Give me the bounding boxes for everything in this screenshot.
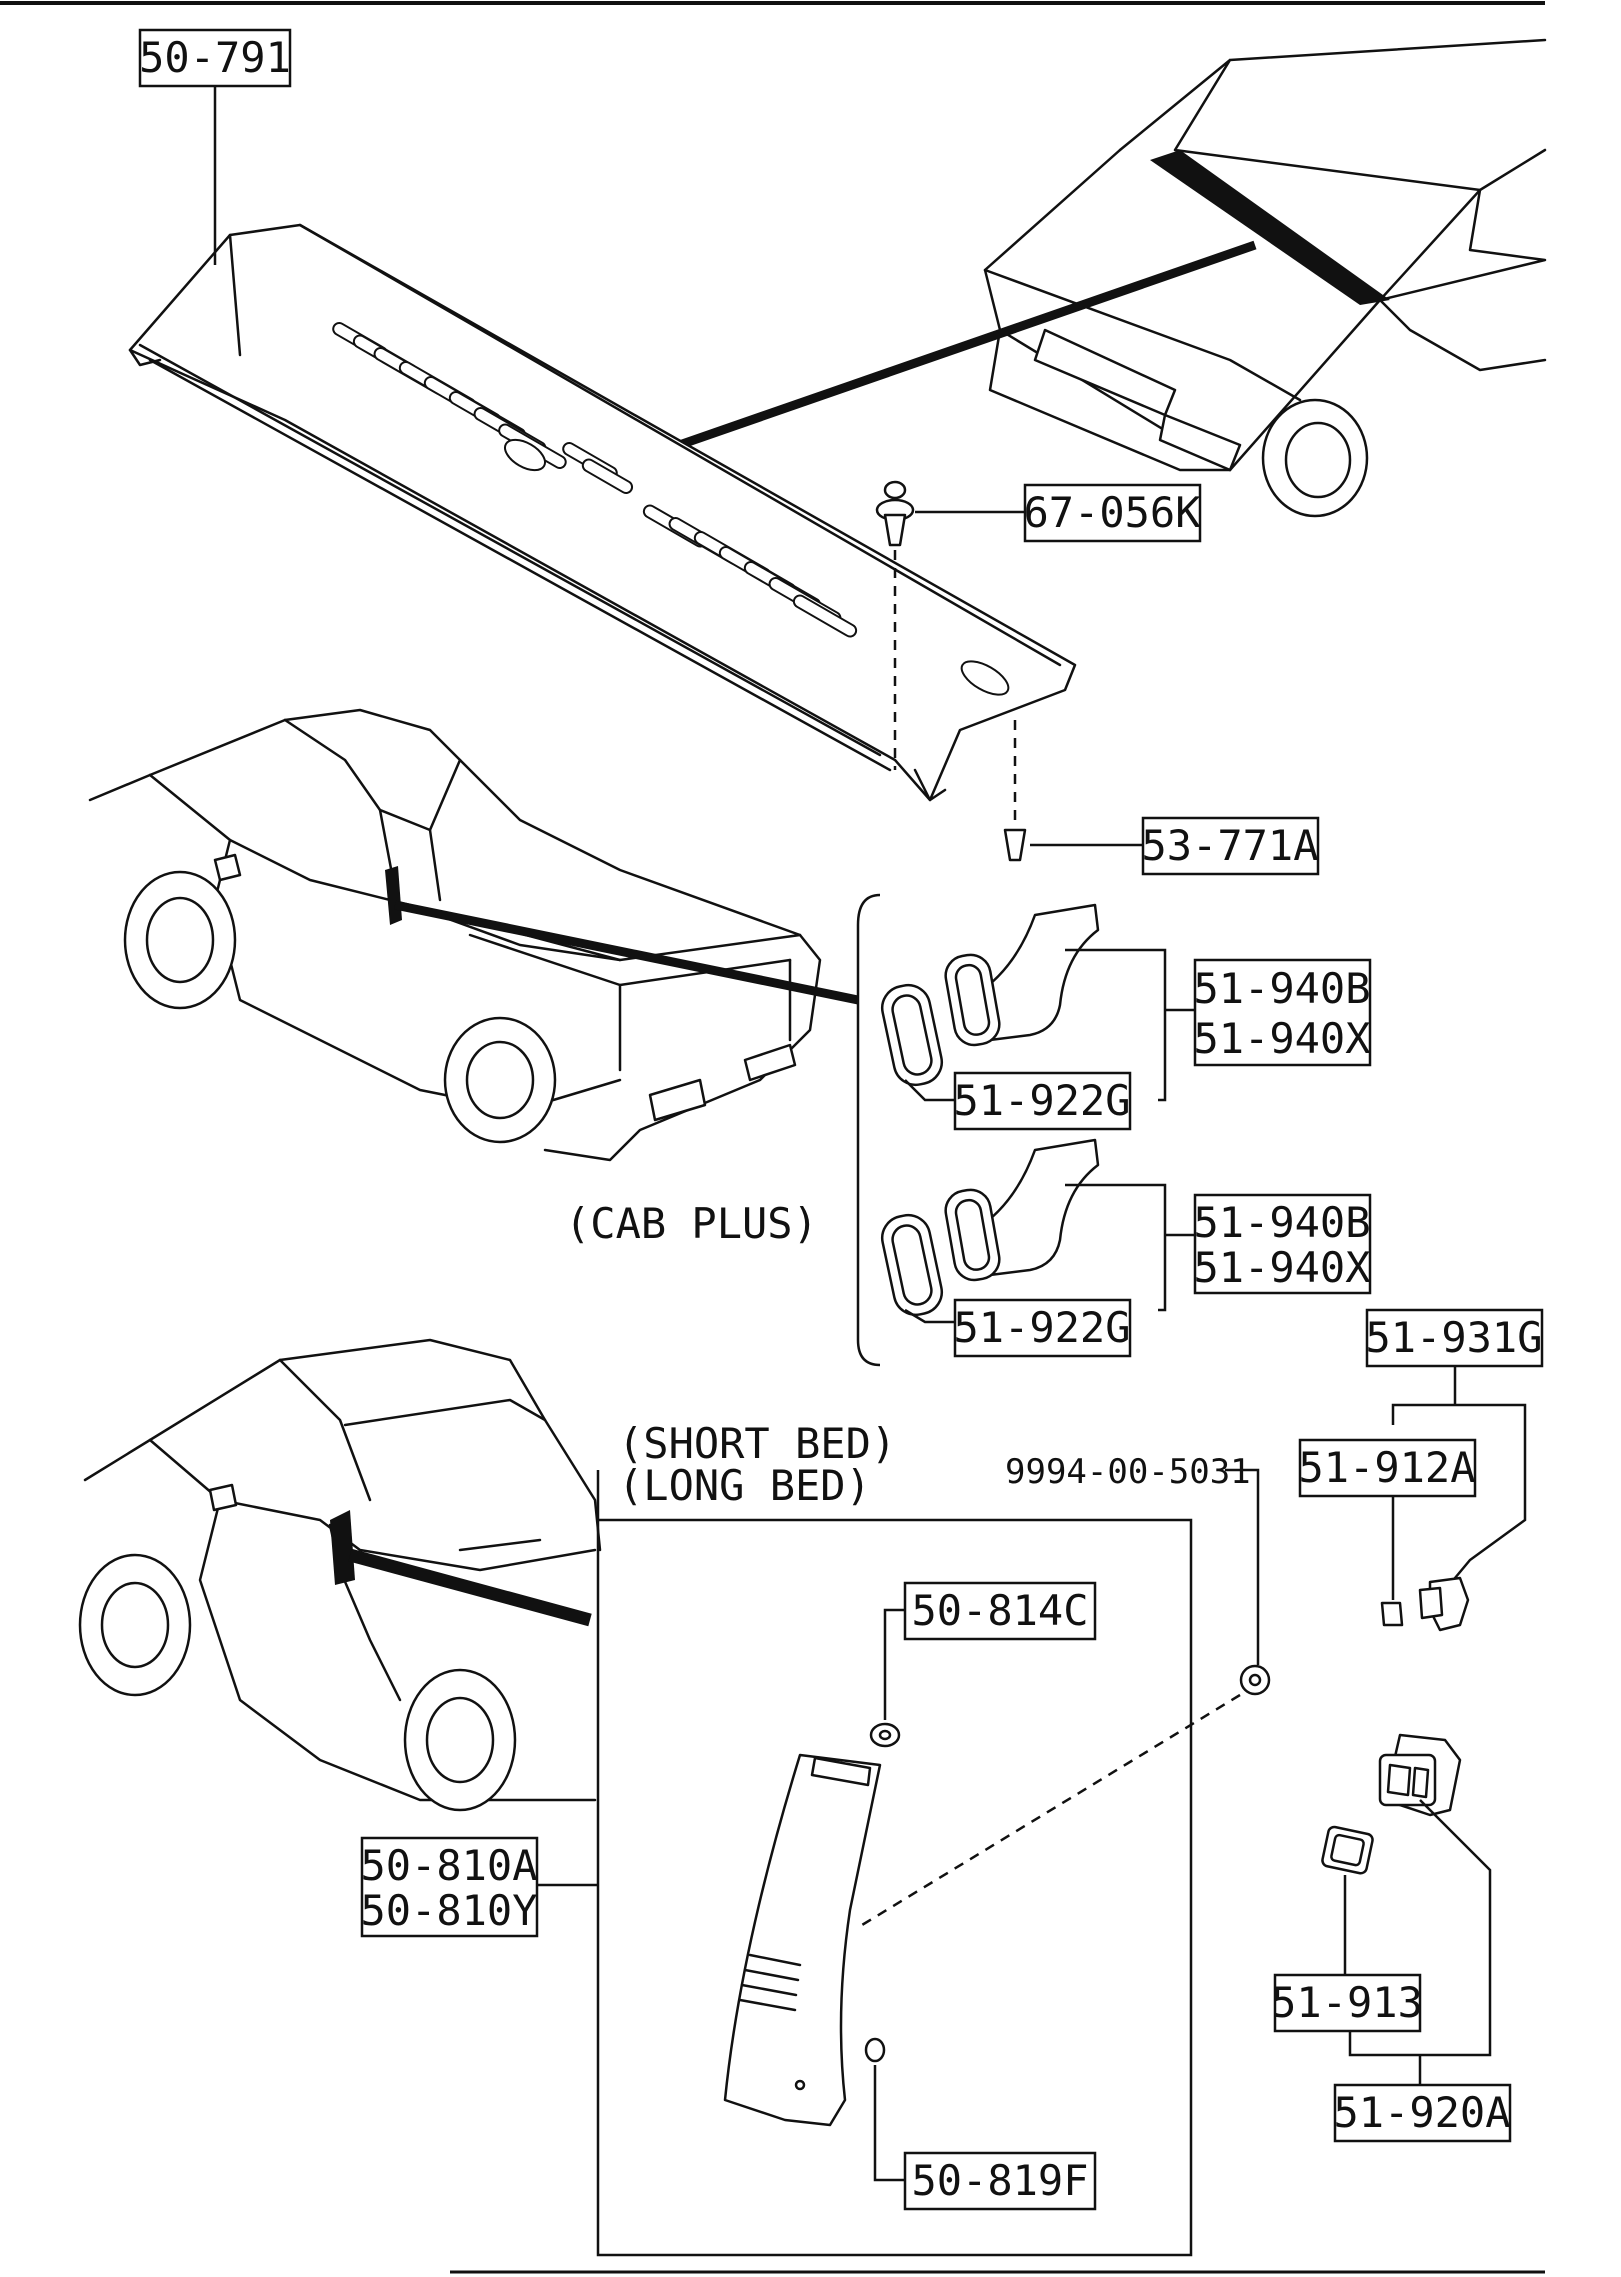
svg-text:53-771A: 53-771A: [1141, 821, 1318, 870]
svg-text:51-940X: 51-940X: [1193, 1243, 1370, 1292]
label-cowl-grille: 50-791: [138, 28, 292, 88]
svg-text:51-922G: 51-922G: [953, 1076, 1130, 1125]
svg-text:51-913: 51-913: [1271, 1978, 1423, 2027]
svg-text:51-922G: 51-922G: [953, 1303, 1130, 1352]
truck-cab-plus-illustration: [88, 708, 822, 1162]
label-trim-fastener: 50-819F: [903, 2151, 1097, 2211]
truck-standard-cab-illustration: [78, 1338, 602, 1812]
vent-set-51-920A: [1378, 1733, 1462, 1817]
long-bed-detail-box: [596, 1518, 1193, 2257]
leader-cowl-to-truck: [663, 240, 1257, 455]
svg-text:50-819F: 50-819F: [911, 2156, 1088, 2205]
trim-fastener-50-819F: [864, 2037, 886, 2063]
pillar-trim-part: [723, 1753, 882, 2127]
svg-text:50-791: 50-791: [139, 33, 291, 82]
leader-cab-plus-vent: [394, 900, 859, 1005]
clip-53-771A: [1003, 828, 1027, 862]
cowl-vent-slots: [332, 322, 1010, 696]
push-clip-67-056K: [875, 480, 915, 547]
svg-text:51-931G: 51-931G: [1365, 1313, 1542, 1362]
svg-text:51-920A: 51-920A: [1333, 2088, 1510, 2137]
note-long-bed: (LONG BED): [618, 1461, 871, 1510]
label-vent-duct-a: 51-940B 51-940X: [1193, 958, 1372, 1067]
vent-duct-variant-b: [880, 1138, 1100, 1317]
truck-front-illustration: [983, 38, 1547, 518]
svg-text:51-940B: 51-940B: [1193, 1198, 1370, 1247]
label-trim-clip: 50-814C: [903, 1581, 1097, 1641]
label-clip-top: 67-056K: [1023, 483, 1202, 543]
svg-text:67-056K: 67-056K: [1023, 488, 1201, 537]
leader-standard-cab-pillar: [348, 1548, 592, 1627]
label-vent-duct-b: 51-940B 51-940X: [1193, 1193, 1372, 1295]
vent-gasket-51-913: [1321, 1825, 1374, 1875]
svg-text:50-810A: 50-810A: [360, 1841, 537, 1890]
label-clip-bottom: 53-771A: [1141, 816, 1320, 876]
label-vent-seal-b: 51-922G: [953, 1298, 1132, 1358]
label-vent-gasket: 51-913: [1271, 1973, 1423, 2033]
vent-duct-variant-a: [880, 903, 1100, 1087]
label-vent-seal-a: 51-922G: [953, 1071, 1132, 1131]
note-cab-plus: (CAB PLUS): [565, 1199, 818, 1248]
vent-grille-51-912A: [1380, 1601, 1404, 1627]
svg-text:50-810Y: 50-810Y: [360, 1886, 537, 1935]
label-pillar-trim: 50-810A 50-810Y: [360, 1836, 539, 1938]
vent-variant-bracket: [856, 893, 881, 1367]
label-vent-grille: 51-912A: [1298, 1438, 1477, 1498]
cowl-grille-part: [128, 223, 1077, 802]
label-nut: 9994-00-5031: [1005, 1452, 1251, 1492]
svg-text:51-940B: 51-940B: [1193, 964, 1370, 1013]
label-vent-set: 51-920A: [1333, 2083, 1512, 2143]
nut-9994-00-5031: [1239, 1664, 1271, 1696]
svg-text:50-814C: 50-814C: [911, 1586, 1088, 1635]
note-short-bed: (SHORT BED): [618, 1419, 896, 1468]
trim-clip-50-814C: [869, 1722, 901, 1748]
svg-text:51-940X: 51-940X: [1193, 1014, 1370, 1063]
label-vent-assy: 51-931G: [1365, 1308, 1544, 1368]
cowl-location-mark: [1150, 150, 1390, 305]
svg-text:51-912A: 51-912A: [1298, 1443, 1475, 1492]
vent-assy-51-931G: [1418, 1576, 1470, 1632]
